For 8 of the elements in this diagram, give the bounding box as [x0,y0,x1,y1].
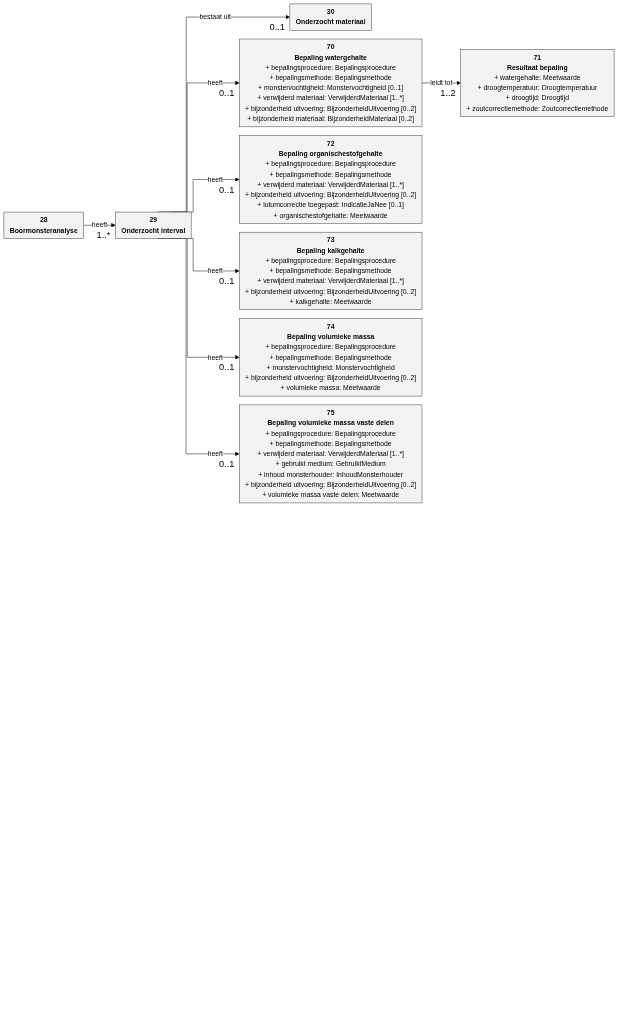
multiplicity-label: 0..1 [218,362,235,373]
multiplicity-label: 0..1 [269,22,285,33]
multiplicity-label: 1..* [96,230,111,241]
multiplicity-label: 0..1 [218,88,235,99]
multiplicity-label: 0..1 [218,184,235,195]
multiplicity-label: 0..1 [218,276,235,287]
multiplicity-label: 1..2 [440,88,456,99]
multiplicity-label: 0..1 [218,459,235,470]
